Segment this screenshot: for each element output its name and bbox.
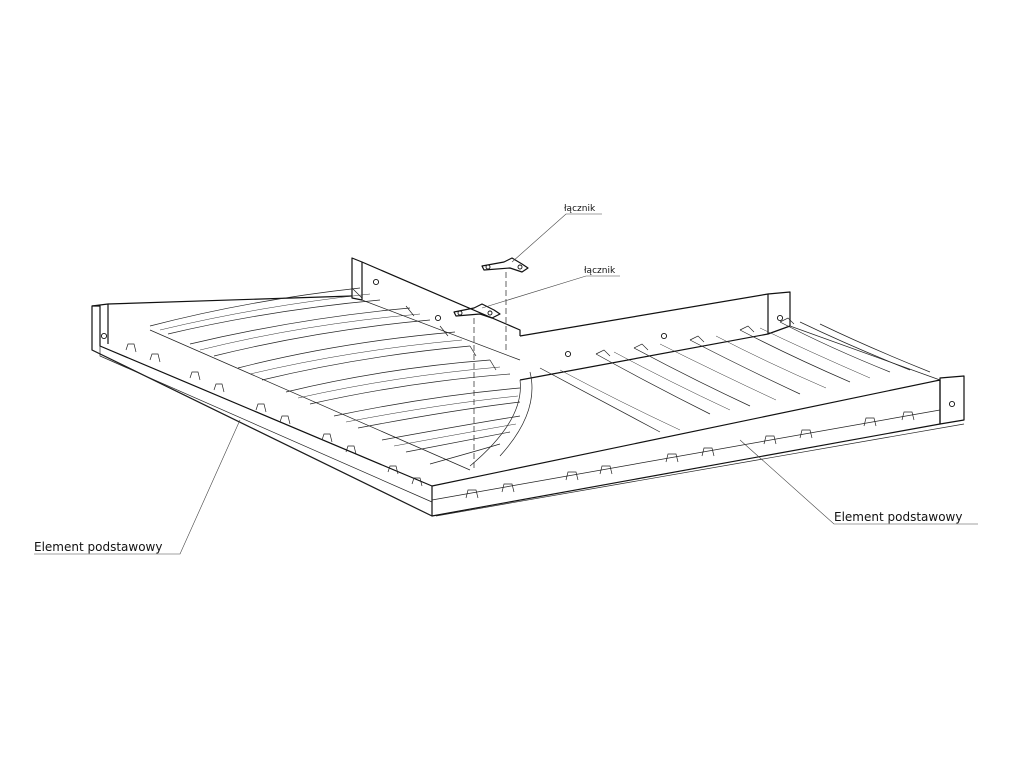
callout-element-left: Element podstawowy	[34, 419, 241, 555]
connector-top	[481, 257, 529, 273]
left-corrugation	[149, 287, 521, 465]
left-rail-notches	[125, 343, 423, 487]
right-base-element	[431, 291, 965, 517]
connector-lower	[453, 303, 501, 319]
connector-top-label: łącznik	[564, 204, 596, 214]
callout-connector-top: łącznik	[511, 204, 602, 263]
right-corrugation	[469, 317, 931, 467]
element-right-label: Element podstawowy	[834, 510, 962, 524]
callout-connector-lower: łącznik	[481, 266, 620, 309]
right-rail-notches	[465, 411, 915, 499]
assembly-guides	[473, 272, 507, 468]
element-left-label: Element podstawowy	[34, 540, 162, 554]
callout-element-right: Element podstawowy	[739, 439, 978, 525]
connector-lower-label: łącznik	[584, 266, 616, 276]
mounting-holes	[100, 278, 956, 408]
